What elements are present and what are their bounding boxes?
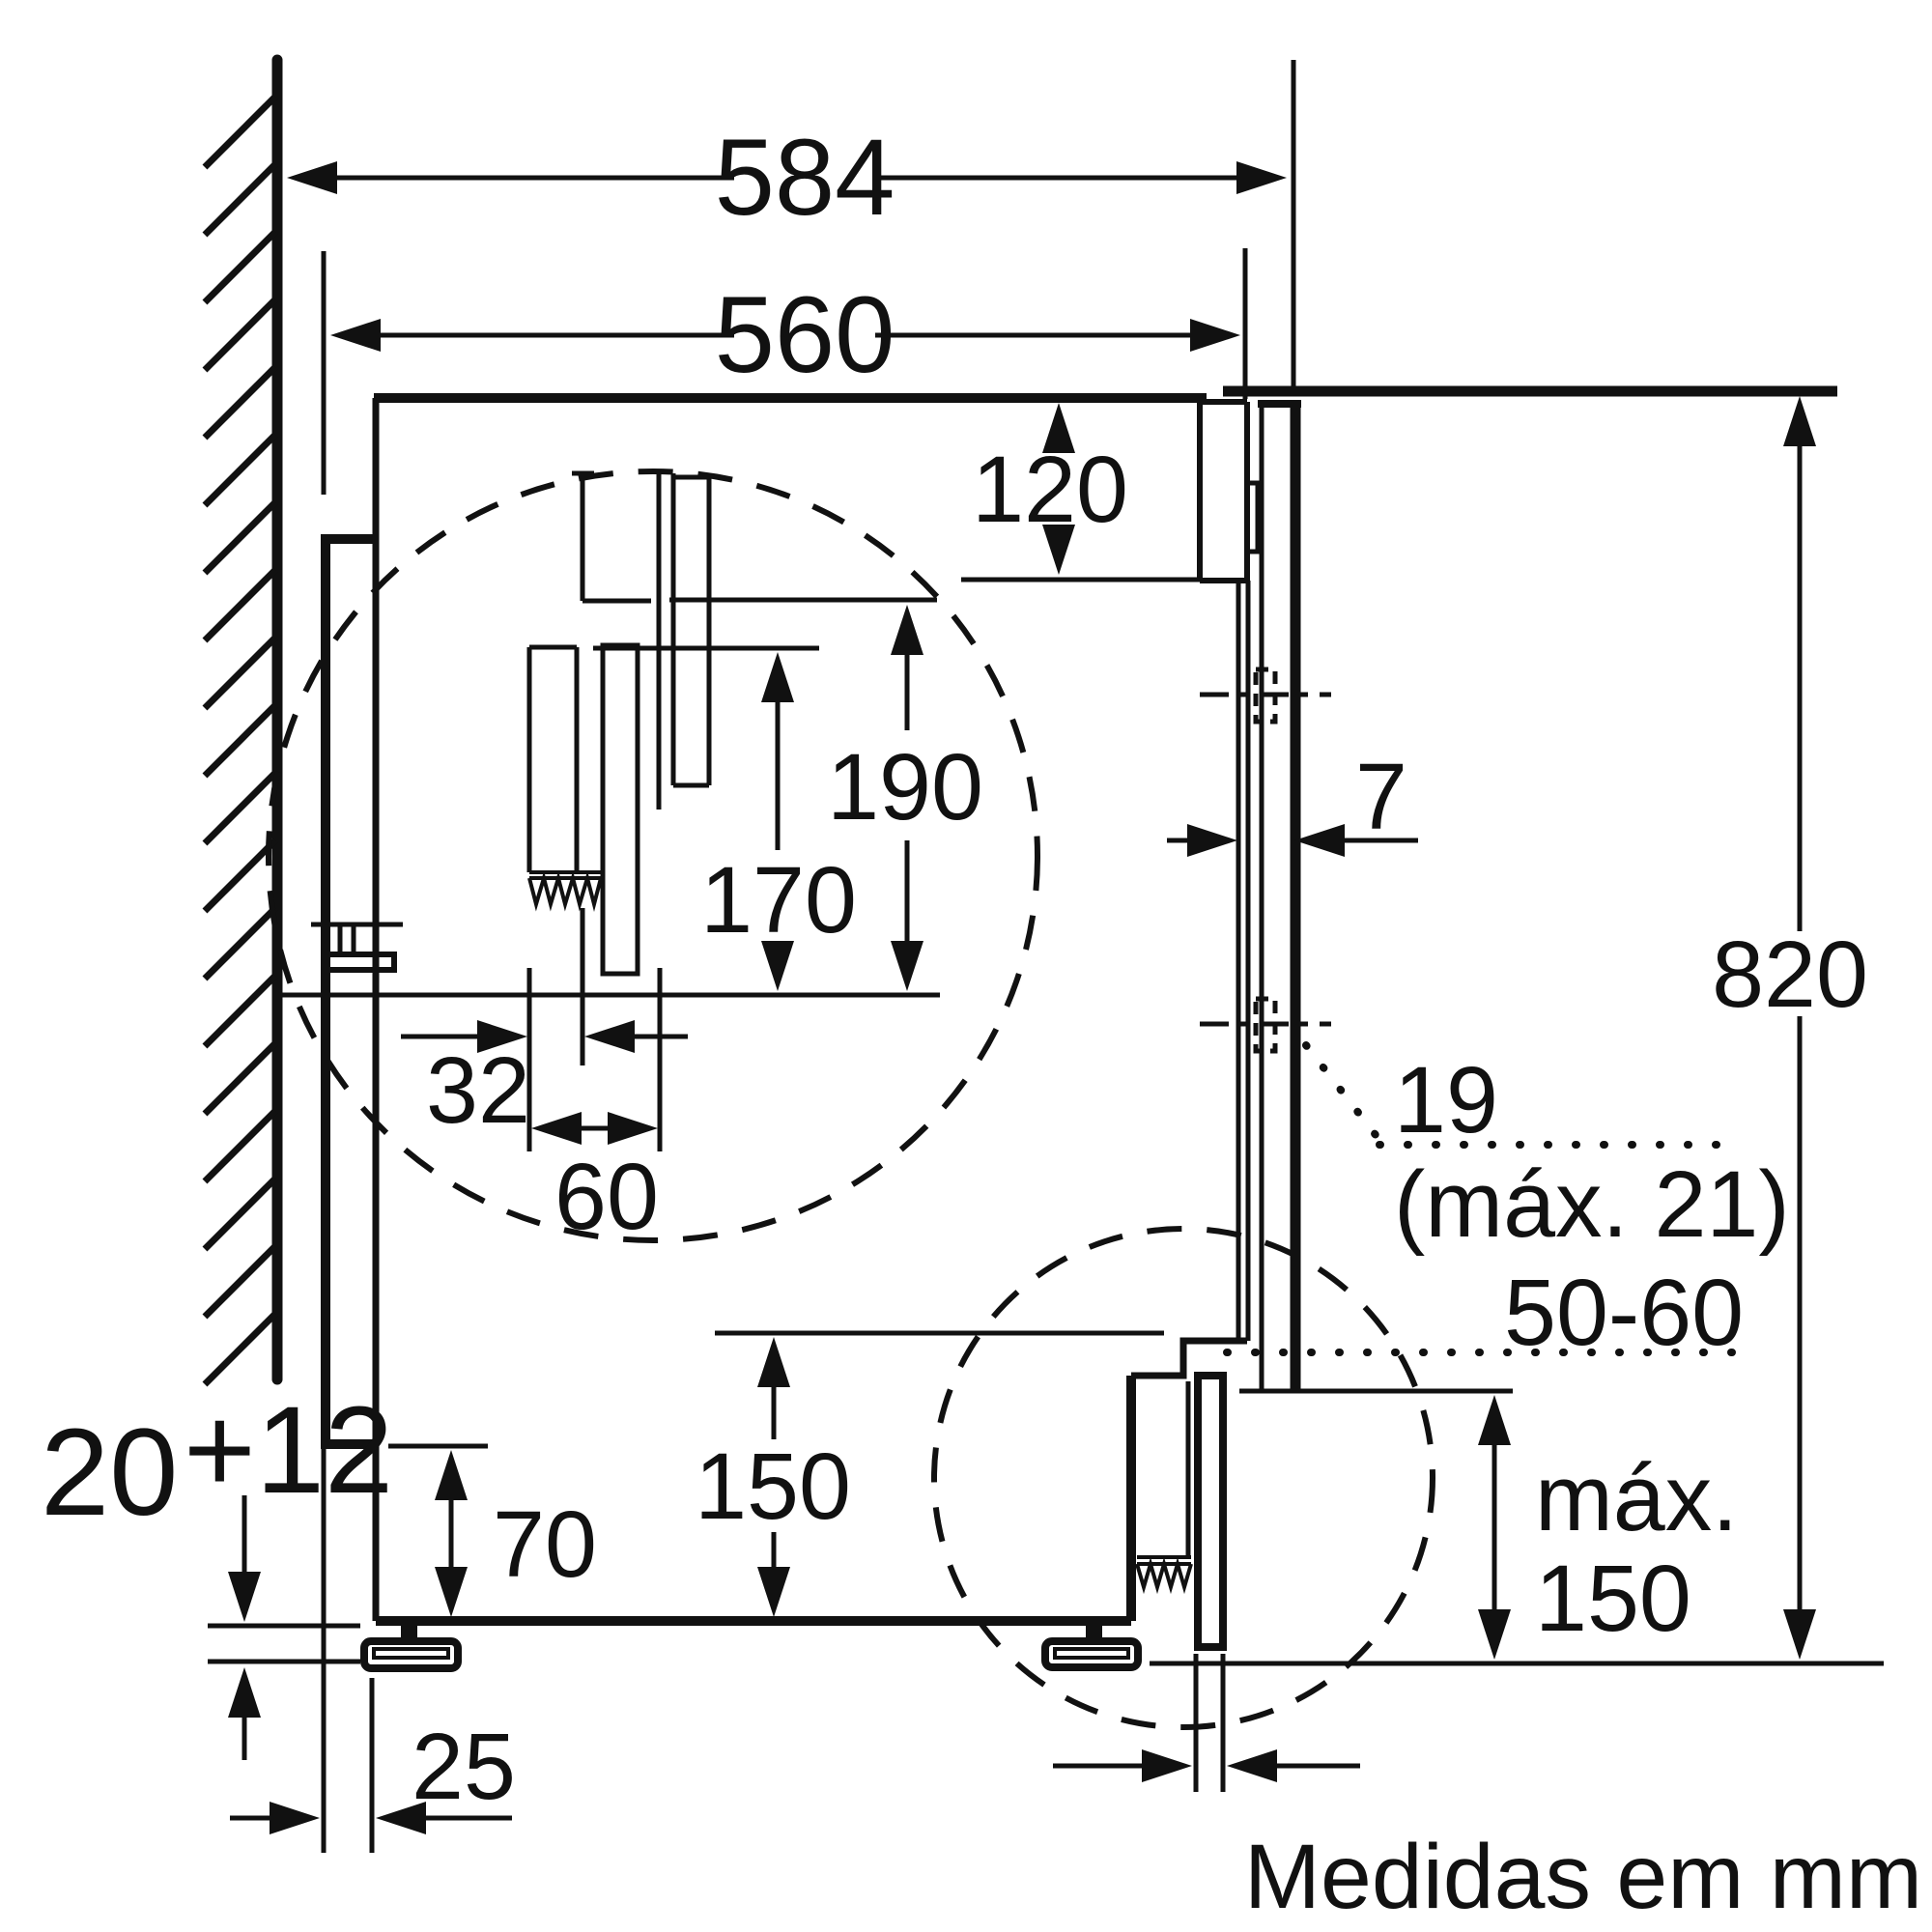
- label-32: 32: [426, 1037, 530, 1143]
- door-latch: [1244, 480, 1261, 554]
- label-19: 19: [1394, 1047, 1498, 1152]
- dim-60: [531, 1112, 658, 1145]
- front-recess-steps: [1131, 1337, 1247, 1379]
- label-7: 7: [1355, 744, 1407, 849]
- hose-assembly: [311, 470, 712, 977]
- label-820: 820: [1712, 922, 1868, 1027]
- dim-25: [230, 1802, 512, 1834]
- dim-7: [1167, 824, 1418, 857]
- dim-plinth-thickness: [1053, 1749, 1360, 1782]
- appliance-outline: [321, 393, 1261, 1626]
- dim-70: [435, 1450, 468, 1617]
- label-max: máx.: [1535, 1445, 1738, 1550]
- dim-120: [1042, 403, 1075, 575]
- detail-circle-plinth: [931, 1226, 1435, 1730]
- dim-820: [1783, 396, 1816, 1660]
- label-50-60: 50-60: [1504, 1260, 1744, 1365]
- dim-560: [330, 319, 1240, 352]
- cut-symbol-lower: [1135, 1555, 1193, 1595]
- floor-lines: [208, 1623, 1884, 1666]
- inlet-hose-tube: [600, 642, 640, 977]
- label-190: 190: [827, 734, 983, 839]
- plinth: [1135, 1372, 1227, 1651]
- dim-20-12: [228, 1495, 261, 1760]
- label-170: 170: [700, 847, 857, 952]
- dim-150: [757, 1337, 790, 1617]
- dim-32: [401, 1020, 688, 1053]
- caption-units: Medidas em mm: [1244, 1826, 1922, 1928]
- dim-584: [287, 161, 1287, 194]
- label-70: 70: [493, 1492, 597, 1597]
- leader-19-diagonal: [1302, 1041, 1383, 1144]
- inlet-valve-housing: [670, 473, 712, 788]
- label-plus-12: +12: [184, 1381, 393, 1520]
- front-foot: [1041, 1619, 1142, 1671]
- dim-190: [891, 605, 923, 991]
- label-25: 25: [412, 1714, 516, 1819]
- leader-lines: [1223, 1041, 1752, 1356]
- wall: [202, 54, 283, 1387]
- label-150: 150: [695, 1434, 851, 1539]
- extension-lines: [278, 60, 1513, 1853]
- rear-channel: [321, 534, 376, 1449]
- label-120: 120: [972, 437, 1128, 542]
- detail-circle-hoses: [266, 469, 1040, 1243]
- furniture-door: [1200, 400, 1331, 1391]
- rear-bracket: [311, 922, 403, 973]
- plinth-board: [1194, 1372, 1227, 1651]
- label-max-150: 150: [1535, 1546, 1691, 1651]
- wall-hatching: [202, 94, 278, 1387]
- dim-max-150: [1478, 1395, 1511, 1660]
- drain-standpipe: [526, 644, 580, 872]
- control-panel: [1197, 399, 1261, 583]
- label-20: 20: [41, 1404, 178, 1542]
- label-max-21: (máx. 21): [1394, 1151, 1790, 1257]
- cut-symbol-upper: [527, 870, 603, 912]
- label-584: 584: [715, 117, 895, 238]
- hinge-upper: [1200, 667, 1331, 724]
- dim-170: [761, 652, 794, 991]
- hinge-lower: [1200, 996, 1331, 1054]
- rear-foot: [360, 1623, 462, 1672]
- label-60: 60: [554, 1144, 659, 1249]
- label-560: 560: [715, 274, 895, 395]
